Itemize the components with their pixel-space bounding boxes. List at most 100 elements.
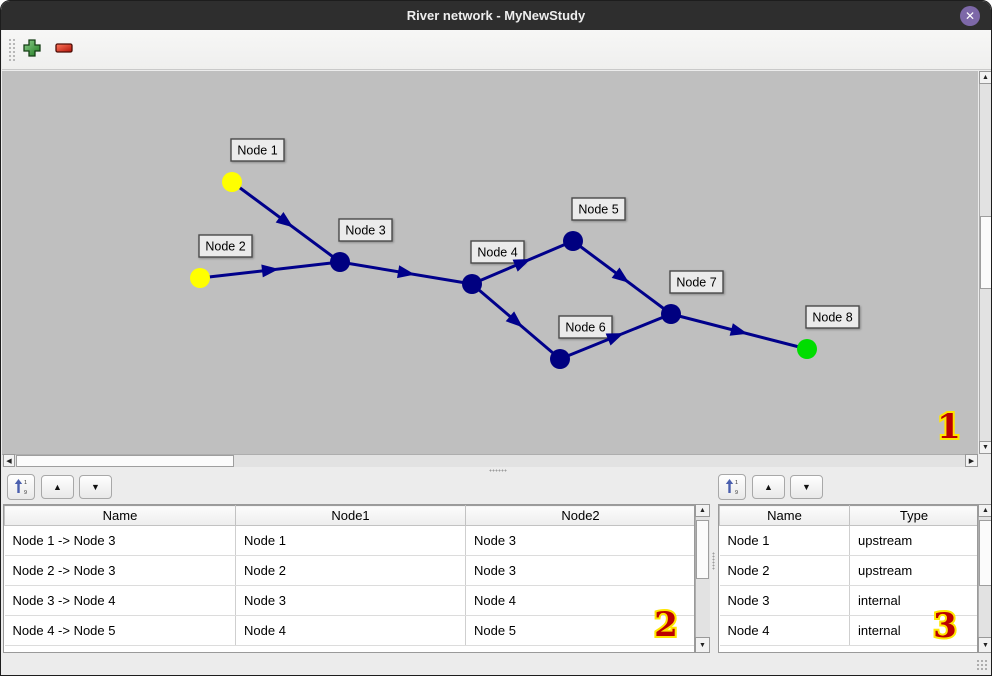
- sort-ascending-icon: 1 9: [725, 479, 738, 495]
- column-header[interactable]: Node2: [465, 505, 694, 526]
- network-node[interactable]: [462, 274, 482, 294]
- table-cell[interactable]: Node 3 -> Node 4: [4, 585, 236, 616]
- node-label: Node 1: [237, 144, 277, 158]
- table-cell[interactable]: Node 5: [465, 615, 694, 646]
- branches-sort-button[interactable]: 1 9: [7, 474, 35, 500]
- window-title: River network - MyNewStudy: [406, 8, 586, 23]
- network-node[interactable]: [550, 349, 570, 369]
- node-label-box[interactable]: [805, 305, 860, 329]
- canvas-hscroll-thumb[interactable]: [16, 455, 234, 467]
- table-cell[interactable]: Node 2: [719, 555, 850, 586]
- edge-arrow-icon: [729, 323, 748, 336]
- node-label-box[interactable]: [198, 234, 253, 258]
- table-cell[interactable]: Node 3: [235, 585, 466, 616]
- scroll-left-icon[interactable]: ◀: [3, 454, 15, 467]
- table-cell[interactable]: Node 4: [235, 615, 466, 646]
- table-cell[interactable]: Node 4: [719, 615, 850, 646]
- table-cell[interactable]: Node 3: [465, 555, 694, 586]
- scroll-right-icon[interactable]: ▶: [965, 454, 978, 467]
- down-arrow-icon: ▼: [91, 482, 100, 492]
- scroll-down-icon[interactable]: ▼: [695, 637, 710, 653]
- node-label-box[interactable]: [338, 218, 393, 242]
- node-label: Node 3: [345, 224, 385, 238]
- network-node[interactable]: [330, 252, 350, 272]
- edge-arrow-icon: [261, 264, 279, 278]
- network-node[interactable]: [190, 268, 210, 288]
- scroll-up-icon[interactable]: ▲: [979, 71, 991, 84]
- table-cell[interactable]: Node 4: [465, 585, 694, 616]
- nodes-move-up-button[interactable]: ▲: [752, 475, 785, 499]
- branches-move-down-button[interactable]: ▼: [79, 475, 112, 499]
- table-cell[interactable]: Node 3: [719, 585, 850, 616]
- node-label: Node 6: [565, 321, 605, 335]
- horizontal-splitter-handle[interactable]: [489, 469, 507, 472]
- canvas-hscroll-track[interactable]: [2, 454, 978, 467]
- branches-move-up-button[interactable]: ▲: [41, 475, 74, 499]
- node-label: Node 8: [812, 311, 852, 325]
- scroll-down-icon[interactable]: ▼: [979, 441, 991, 454]
- column-header[interactable]: Name: [4, 505, 236, 526]
- table-cell[interactable]: Node 3: [465, 525, 694, 556]
- table-cell[interactable]: upstream: [849, 555, 977, 586]
- table-cell[interactable]: Node 2 -> Node 3: [4, 555, 236, 586]
- add-icon[interactable]: [20, 37, 44, 61]
- network-node[interactable]: [797, 339, 817, 359]
- minus-glyph: [55, 42, 73, 53]
- branches-vscroll-thumb[interactable]: [696, 520, 709, 579]
- node-label-box[interactable]: [470, 240, 525, 264]
- table-cell[interactable]: internal: [849, 585, 977, 616]
- network-node[interactable]: [563, 231, 583, 251]
- node-label-box[interactable]: [571, 197, 626, 221]
- node-label-box[interactable]: [669, 270, 724, 294]
- svg-text:9: 9: [24, 490, 27, 495]
- toolbar-drag-handle[interactable]: [8, 38, 16, 62]
- column-header[interactable]: Name: [719, 505, 850, 526]
- scroll-up-icon[interactable]: ▲: [695, 504, 710, 517]
- table-cell[interactable]: upstream: [849, 525, 977, 556]
- nodes-vscroll-thumb[interactable]: [979, 520, 991, 586]
- node-label-box[interactable]: [558, 315, 613, 339]
- edge-arrow-icon: [605, 333, 624, 346]
- table-cell[interactable]: Node 2: [235, 555, 466, 586]
- network-node[interactable]: [222, 172, 242, 192]
- node-label: Node 5: [578, 203, 618, 217]
- table-cell[interactable]: Node 1: [719, 525, 850, 556]
- edge-arrow-icon: [397, 265, 415, 279]
- nodes-move-down-button[interactable]: ▼: [790, 475, 823, 499]
- network-node[interactable]: [661, 304, 681, 324]
- table-cell[interactable]: Node 1: [235, 525, 466, 556]
- scroll-up-icon[interactable]: ▲: [978, 504, 991, 517]
- node-label-box[interactable]: [230, 138, 285, 162]
- svg-text:1: 1: [24, 480, 27, 486]
- table-cell[interactable]: internal: [849, 615, 977, 646]
- vertical-splitter-handle[interactable]: [712, 552, 715, 570]
- table-cell[interactable]: Node 1 -> Node 3: [4, 525, 236, 556]
- close-icon[interactable]: ✕: [960, 6, 980, 26]
- table-cell[interactable]: Node 4 -> Node 5: [4, 615, 236, 646]
- main-toolbar: [2, 30, 991, 70]
- column-header[interactable]: Type: [849, 505, 977, 526]
- canvas-vscroll-thumb[interactable]: [980, 216, 991, 289]
- nodes-sort-button[interactable]: 1 9: [718, 474, 746, 500]
- column-header[interactable]: Node1: [235, 505, 466, 526]
- window-resize-grip[interactable]: [976, 659, 988, 671]
- remove-icon[interactable]: [52, 37, 76, 61]
- scroll-down-icon[interactable]: ▼: [978, 637, 991, 653]
